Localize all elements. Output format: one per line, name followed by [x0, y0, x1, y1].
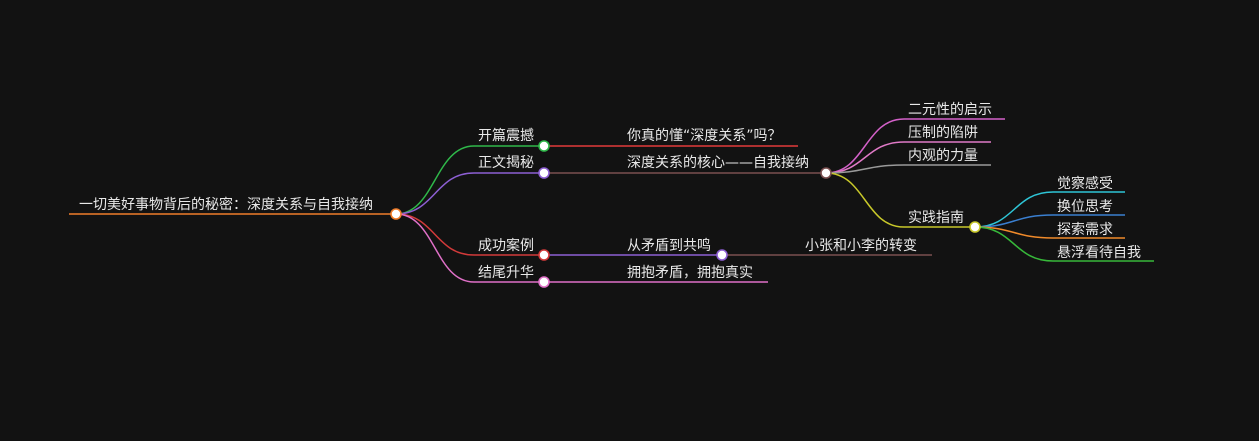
topic-connector-b2c1d: [825, 172, 905, 228]
topic-label-b2c1c[interactable]: 内观的力量: [908, 148, 978, 164]
branch-label-b1[interactable]: 开篇震撼: [478, 128, 534, 144]
topic-label-p1[interactable]: 觉察感受: [1057, 175, 1113, 192]
branch-connector-b4: [395, 213, 475, 283]
collapse-knob-b3[interactable]: [538, 249, 550, 261]
branch-connector-b2: [395, 172, 475, 215]
collapse-knob-b2c1[interactable]: [820, 167, 832, 179]
collapse-knob-b2c1d[interactable]: [969, 221, 981, 233]
topic-label-b3c1a[interactable]: 小张和小李的转变: [805, 238, 917, 254]
branch-label-b2[interactable]: 正文揭秘: [478, 155, 534, 171]
branch-label-b3[interactable]: 成功案例: [478, 237, 534, 254]
topic-connector-p1: [974, 191, 1054, 228]
topic-connector-b2c1a: [825, 118, 905, 174]
topic-label-p4[interactable]: 悬浮看待自我: [1057, 245, 1141, 261]
topic-label-b2c1d[interactable]: 实践指南: [908, 210, 964, 226]
topic-label-p2[interactable]: 换位思考: [1057, 198, 1113, 215]
topic-label-b2c1[interactable]: 深度关系的核心——自我接纳: [627, 154, 809, 171]
branch-connector-b1: [395, 145, 475, 215]
collapse-knob-root[interactable]: [390, 208, 402, 220]
collapse-knob-b3c1[interactable]: [716, 249, 728, 261]
topic-label-b4c1[interactable]: 拥抱矛盾，拥抱真实: [627, 265, 753, 281]
topic-label-b3c1[interactable]: 从矛盾到共鸣: [627, 237, 711, 254]
root-topic-label[interactable]: 一切美好事物背后的秘密：深度关系与自我接纳: [79, 196, 373, 213]
collapse-knob-b4[interactable]: [538, 276, 550, 288]
topic-label-b2c1a[interactable]: 二元性的启示: [908, 102, 992, 118]
topic-connector-b2c1c: [825, 164, 905, 174]
collapse-knob-b2[interactable]: [538, 167, 550, 179]
topic-connector-p4: [974, 226, 1054, 262]
topic-label-p3[interactable]: 探索需求: [1057, 221, 1113, 238]
topic-label-b1c1[interactable]: 你真的懂“深度关系”吗？: [627, 128, 782, 144]
collapse-knob-b1[interactable]: [538, 140, 550, 152]
branch-label-b4[interactable]: 结尾升华: [478, 265, 534, 281]
topic-label-b2c1b[interactable]: 压制的陷阱: [908, 125, 978, 141]
